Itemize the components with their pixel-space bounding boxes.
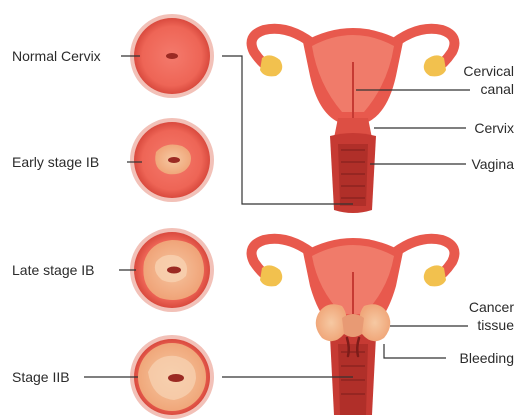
- label-cancer-tissue-line2: tissue: [477, 317, 514, 334]
- label-cervical-canal-line1: Cervical: [463, 63, 514, 80]
- disc-normal-cervix: [130, 14, 214, 98]
- uterus-normal: [252, 28, 455, 213]
- label-stage-iib: Stage IIB: [12, 369, 70, 386]
- label-late-stage-ib: Late stage IB: [12, 262, 95, 279]
- label-bleeding: Bleeding: [460, 350, 515, 367]
- label-normal-cervix: Normal Cervix: [12, 48, 101, 65]
- leader-bleeding: [384, 344, 446, 358]
- disc-late-stage-ib: [130, 228, 214, 312]
- disc-early-stage-ib: [130, 118, 214, 202]
- label-cervical-canal-line2: canal: [481, 81, 514, 98]
- leader-lines: [84, 56, 470, 377]
- label-vagina: Vagina: [471, 156, 514, 173]
- label-cancer-tissue-line1: Cancer: [469, 299, 514, 316]
- label-cervix: Cervix: [474, 120, 514, 137]
- label-early-stage-ib: Early stage IB: [12, 154, 99, 171]
- disc-stage-iib: [130, 335, 214, 419]
